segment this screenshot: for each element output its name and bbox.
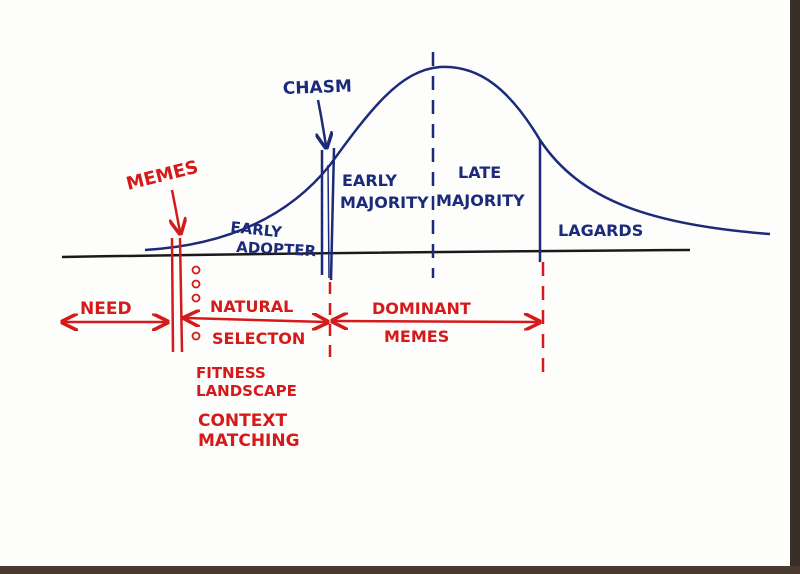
- memes-arrow: [172, 189, 180, 232]
- meme-variant-circle: [191, 279, 201, 289]
- late-majority-label-line2: MAJORITY: [436, 191, 525, 210]
- meme-variant-circle: [191, 265, 201, 275]
- meme-variant-circle: [191, 293, 201, 303]
- natural-selection-label-line2: SELECTON: [212, 329, 305, 348]
- natural-selection-arrow: [186, 318, 326, 322]
- dominant-memes-label-line2: MEMES: [384, 327, 449, 346]
- memes-line-right: [178, 237, 184, 353]
- need-label: NEED: [80, 299, 132, 319]
- memes-line-left: [170, 237, 175, 353]
- chasm-label: CHASM: [282, 77, 352, 99]
- dominant-memes-arrow: [334, 321, 538, 322]
- early-adopter-label-line1: EARLY: [230, 218, 284, 241]
- fitness-landscape-label-line2: LANDSCAPE: [196, 382, 297, 400]
- late-majority-label-line1: LATE: [458, 163, 501, 182]
- natural-selection-label-line1: NATURAL: [210, 297, 293, 316]
- laggards-label: LAGARDS: [558, 221, 643, 240]
- context-matching-label-line2: MATCHING: [198, 431, 300, 451]
- chasm-line-inner: [327, 164, 330, 279]
- adoption-bell-curve: [144, 65, 771, 252]
- early-majority-label-line1: EARLY: [342, 171, 397, 190]
- paper-edge-right: [790, 0, 800, 574]
- chasm-line-right: [329, 147, 336, 281]
- early-majority-label-line2: MAJORITY: [340, 193, 429, 212]
- dominant-memes-label-line1: DOMINANT: [372, 299, 471, 318]
- paper-sheet: [0, 0, 792, 568]
- paper-edge-bottom: [0, 566, 800, 574]
- chasm-arrow: [318, 99, 326, 146]
- early-adopter-label-line2: ADOPTER: [236, 238, 317, 260]
- fitness-landscape-label-line1: FITNESS: [196, 364, 266, 382]
- context-matching-label-line1: CONTEXT: [198, 411, 287, 431]
- baseline-axis: [61, 248, 691, 259]
- meme-variant-circle: [191, 331, 201, 341]
